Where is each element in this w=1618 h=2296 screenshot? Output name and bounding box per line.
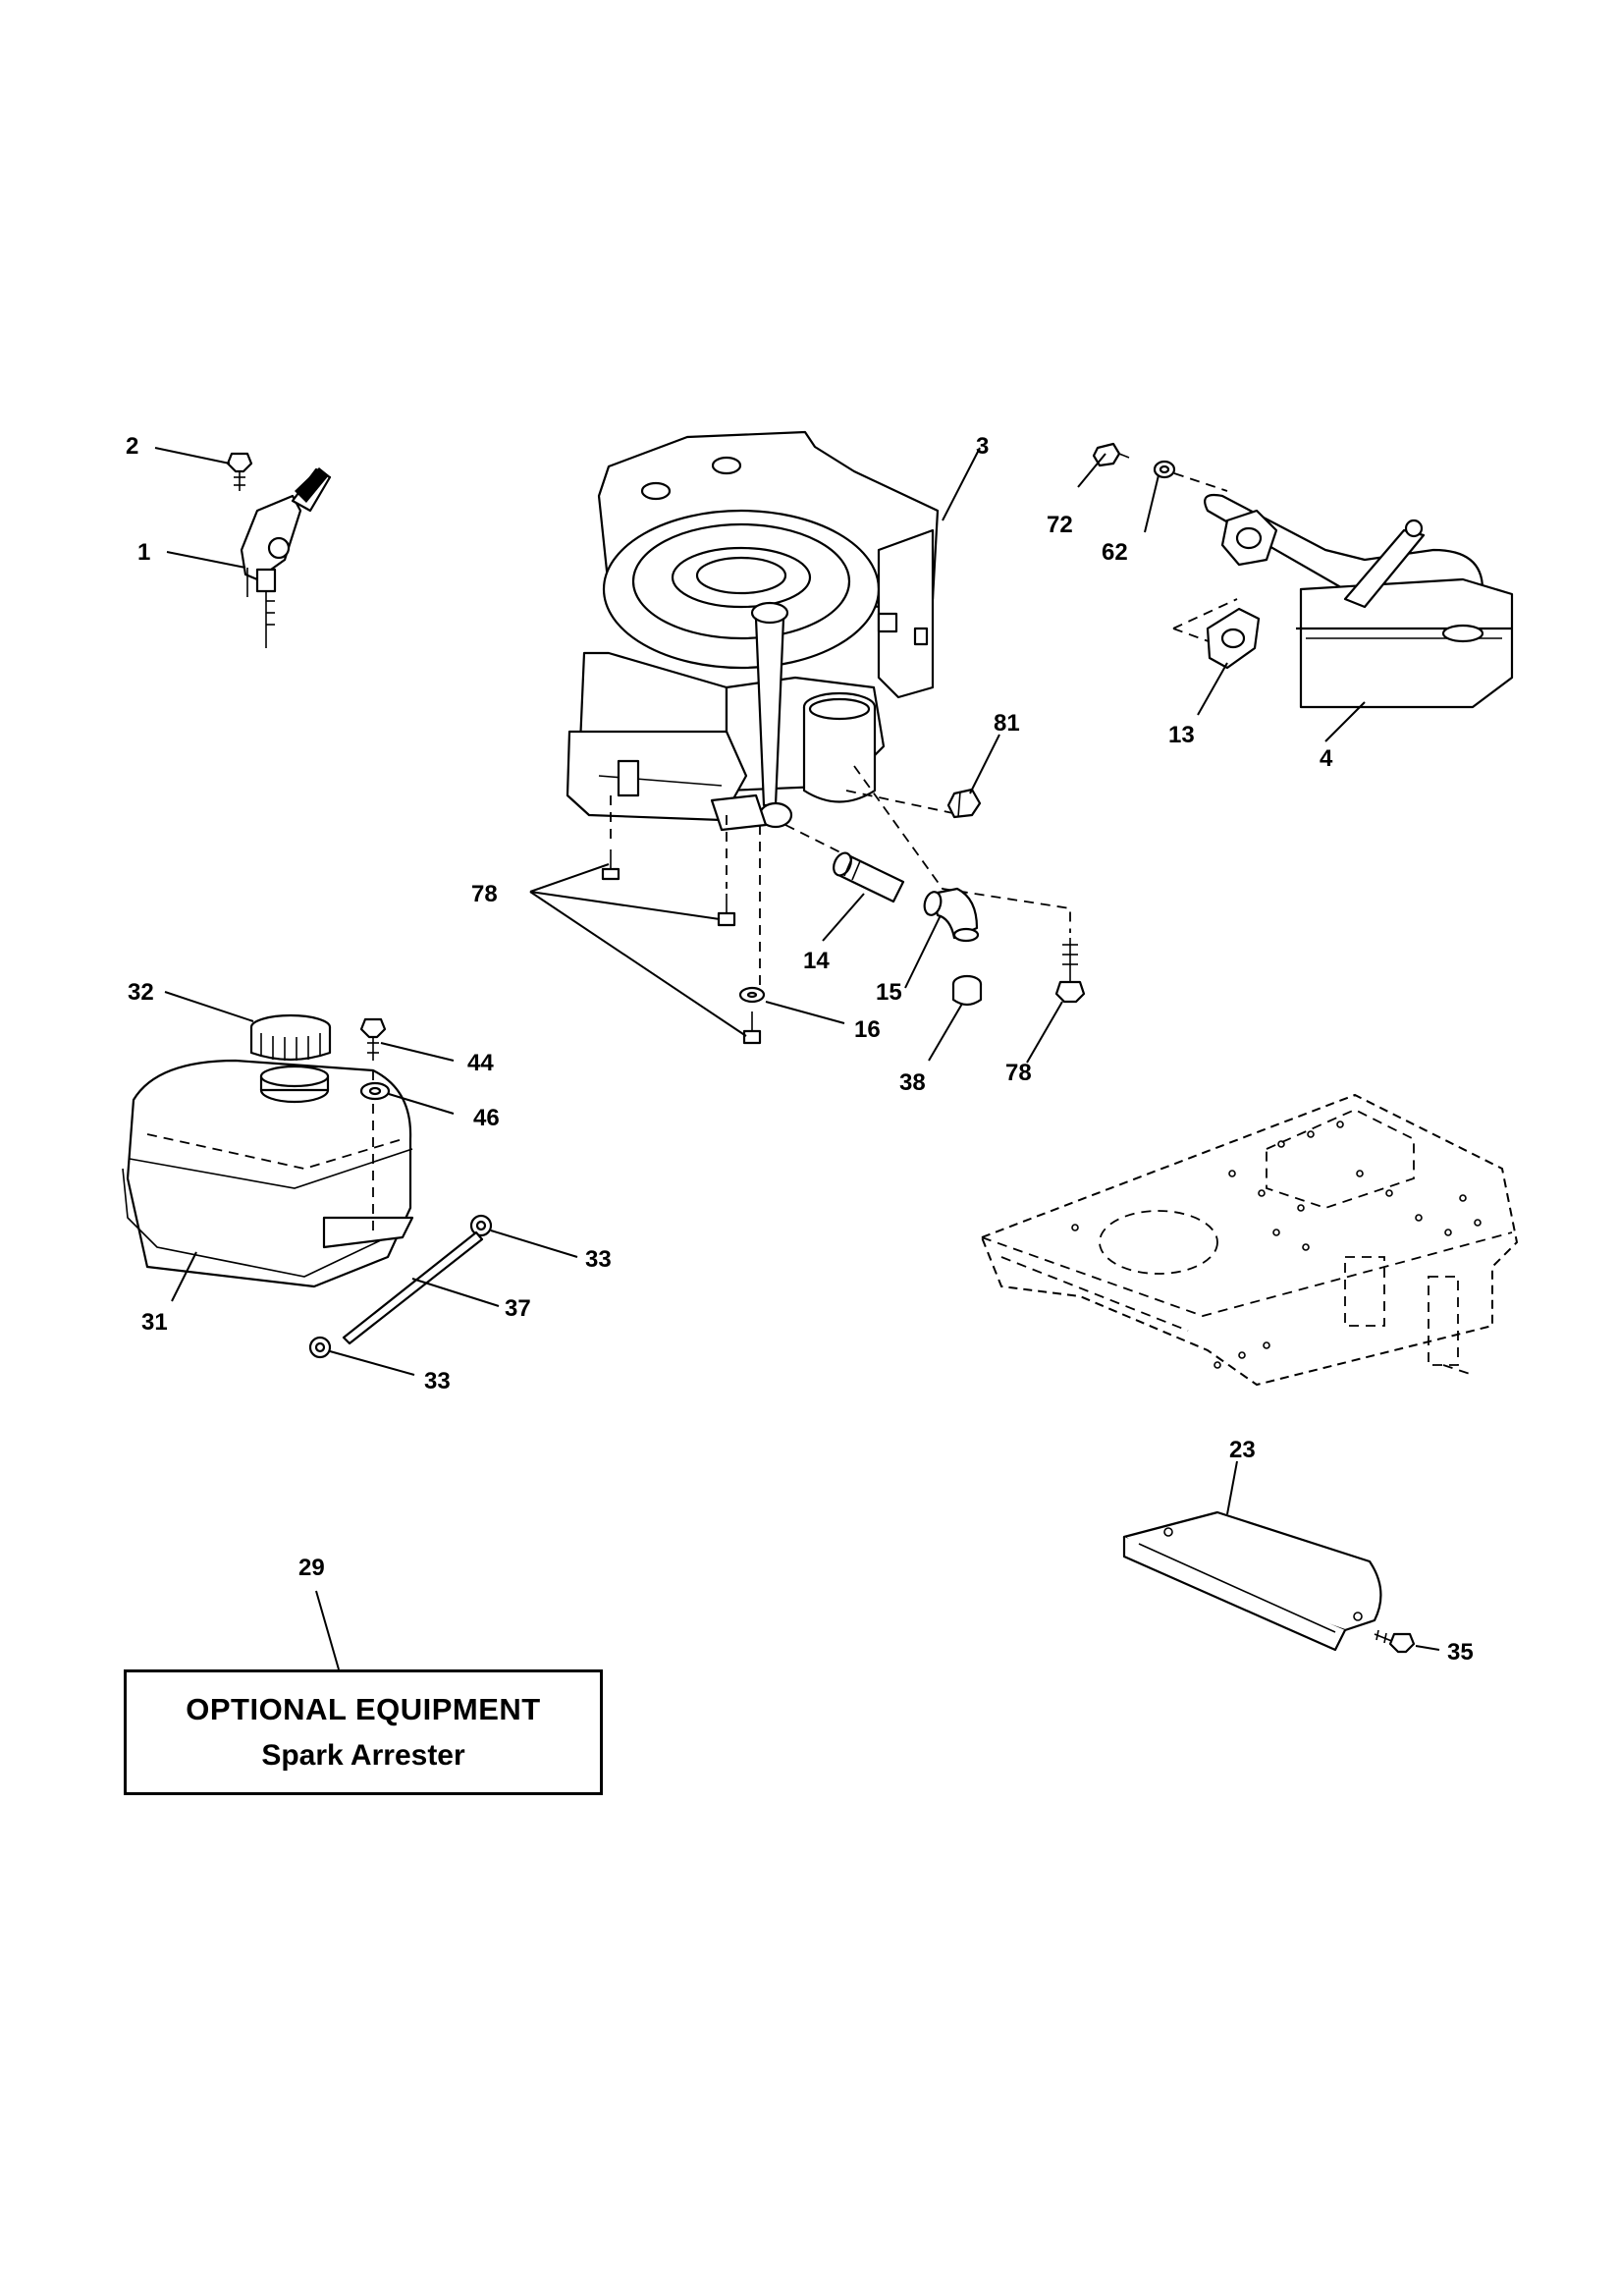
nut-part-81	[946, 788, 982, 819]
callout-37: 37	[505, 1295, 531, 1322]
callout-15: 15	[876, 979, 902, 1006]
fuel-line-part-37	[342, 1230, 484, 1345]
throttle-control-part	[240, 467, 332, 648]
screw-part-44	[359, 1017, 387, 1061]
washer-part-16	[738, 986, 766, 1004]
callout-23: 23	[1229, 1437, 1256, 1463]
callout-1: 1	[137, 539, 150, 566]
callout-2: 2	[126, 433, 138, 460]
washer-part-46	[359, 1081, 391, 1101]
clamp-part-33b	[308, 1336, 332, 1359]
fuel-cap-part-32	[249, 1013, 332, 1062]
callout-14: 14	[803, 948, 830, 974]
callout-38: 38	[899, 1069, 926, 1096]
bolt-part-78c	[742, 1011, 762, 1045]
callout-44: 44	[467, 1050, 494, 1076]
screw-part-35	[1374, 1629, 1416, 1654]
lock-washer-part-62	[1153, 460, 1176, 479]
chassis-frame-reference	[980, 1093, 1519, 1387]
optional-equipment-item: Spark Arrester	[261, 1739, 465, 1772]
engine-part	[566, 430, 940, 832]
clamp-part-33a	[469, 1214, 493, 1237]
muffler-part	[1204, 493, 1514, 709]
bolt-part-78b	[717, 894, 736, 927]
callout-31: 31	[141, 1309, 168, 1336]
bolt-part-78d	[1054, 938, 1086, 1004]
callout-29: 29	[298, 1555, 325, 1581]
elbow-part-15	[923, 887, 980, 943]
gasket-part-13	[1206, 607, 1261, 670]
callout-16: 16	[854, 1016, 881, 1043]
callout-46: 46	[473, 1105, 500, 1131]
optional-equipment-title: OPTIONAL EQUIPMENT	[186, 1692, 541, 1726]
callout-78-right: 78	[1005, 1060, 1032, 1086]
screw-part-2	[226, 452, 253, 491]
callout-33-upper: 33	[585, 1246, 612, 1273]
pipe-nipple-part-14	[833, 851, 905, 903]
callout-33-lower: 33	[424, 1368, 451, 1394]
optional-equipment-box: OPTIONAL EQUIPMENT Spark Arrester	[124, 1669, 603, 1795]
callout-35: 35	[1447, 1639, 1474, 1666]
nut-part-38	[951, 974, 983, 1007]
callout-32: 32	[128, 979, 154, 1006]
fuel-tank-part	[122, 1059, 414, 1288]
callout-78-left: 78	[471, 881, 498, 907]
callout-62: 62	[1102, 539, 1128, 566]
heat-shield-part-23	[1122, 1510, 1382, 1652]
callout-4: 4	[1320, 745, 1333, 772]
bolt-part-78a	[601, 849, 620, 881]
callout-72: 72	[1047, 512, 1073, 538]
callout-3: 3	[976, 433, 989, 460]
callout-13: 13	[1168, 722, 1195, 748]
callout-81: 81	[994, 710, 1020, 737]
